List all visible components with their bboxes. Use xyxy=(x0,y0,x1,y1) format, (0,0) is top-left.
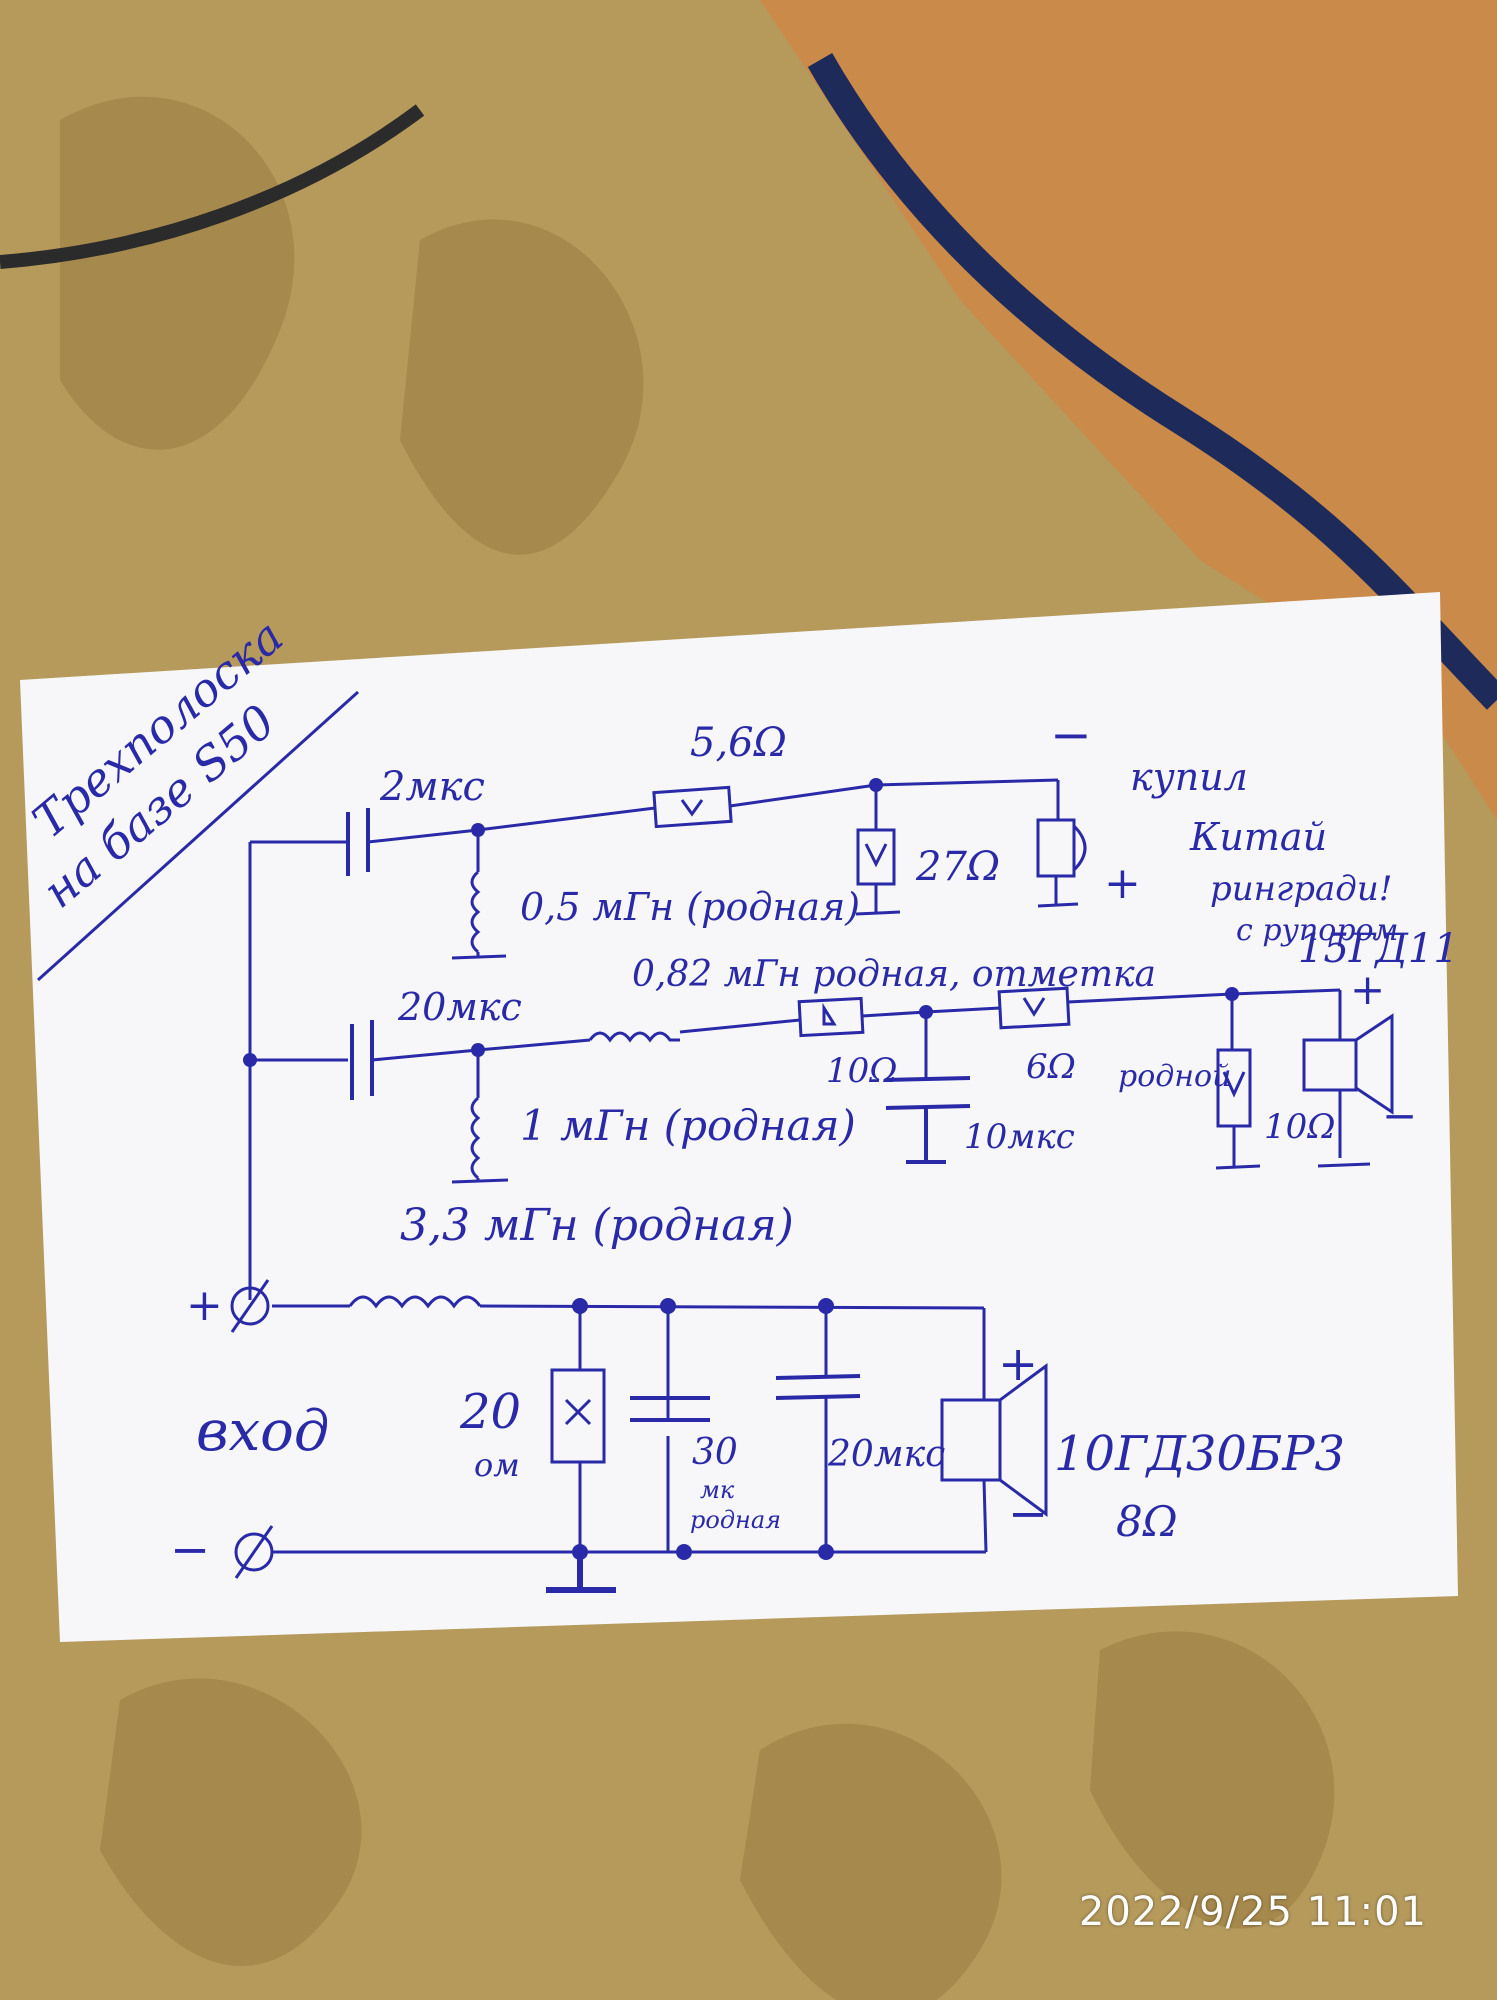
speaker-woofer xyxy=(940,1363,1048,1517)
label-input-minus: − xyxy=(170,1522,210,1578)
label-woofer-impedance: 8Ω xyxy=(1116,1497,1178,1546)
label-tweeter-desc-2: Китай xyxy=(1189,815,1327,859)
speaker-midrange xyxy=(1302,1013,1394,1168)
label-res-20: 20 xyxy=(459,1384,521,1440)
label-rodnoy: родной xyxy=(1118,1059,1231,1094)
paper-sheet xyxy=(20,592,1458,1642)
label-res-10: 10Ω xyxy=(826,1051,897,1091)
label-mid-speaker-name: 15ГД11 xyxy=(1298,926,1459,972)
capacitor-c3 xyxy=(885,1076,971,1164)
photo-timestamp: 2022/9/25 11:01 xyxy=(1078,1889,1427,1935)
input-terminal-minus xyxy=(234,1525,274,1579)
inductor-l3 xyxy=(588,1031,680,1043)
resistor-r1 xyxy=(652,785,733,829)
label-cap-20uf-mid: 20мкс xyxy=(397,985,522,1029)
resistor-r4 xyxy=(997,986,1071,1030)
label-cap-30: 30 xyxy=(692,1432,738,1473)
label-cap-2uf: 2мкс xyxy=(379,764,485,810)
label-mid-minus: − xyxy=(1382,1091,1417,1140)
label-woofer-name: 10ГД30БР3 xyxy=(1054,1426,1345,1482)
label-woofer-plus: + xyxy=(998,1336,1038,1392)
label-cap-10uf: 10мкс xyxy=(964,1117,1075,1157)
input-terminal-plus xyxy=(230,1279,270,1333)
junction-dots xyxy=(243,778,1239,1560)
fabric-pattern xyxy=(60,96,1335,2000)
capacitor-c5 xyxy=(775,1374,861,1400)
speaker-tweeter xyxy=(1036,818,1087,908)
capacitor-c1 xyxy=(346,808,370,876)
capacitor-c2 xyxy=(350,1020,374,1100)
label-tweeter-desc-4: с рупором xyxy=(1236,913,1398,948)
label-minus-top: − xyxy=(1050,706,1092,764)
inductor-l4 xyxy=(348,1295,482,1309)
ground-symbol xyxy=(546,1552,616,1593)
label-input: вход xyxy=(196,1399,329,1464)
label-input-plus: + xyxy=(186,1280,223,1331)
inductor-l1 xyxy=(451,870,507,960)
label-woofer-minus: − xyxy=(1008,1486,1048,1542)
label-mid-plus: + xyxy=(1350,965,1385,1014)
label-res-10-mid: 10Ω xyxy=(1264,1107,1335,1147)
label-cap-30-note: родная xyxy=(690,1506,781,1534)
inductor-l2 xyxy=(451,1096,509,1184)
label-inductor-1: 1 мГн (родная) xyxy=(520,1101,856,1150)
cable xyxy=(0,104,425,269)
title-divider xyxy=(36,690,360,982)
label-tweeter-desc-1: купил xyxy=(1130,755,1248,799)
resistor-r3 xyxy=(797,996,865,1038)
label-res-5-6: 5,6Ω xyxy=(690,720,787,766)
label-cap-30-unit: мк xyxy=(700,1476,735,1504)
label-plus-top: + xyxy=(1104,858,1141,909)
schematic-wires xyxy=(248,778,1342,1554)
label-res-6: 6Ω xyxy=(1026,1047,1076,1087)
resistor-r6 xyxy=(550,1368,606,1464)
label-tweeter-desc-3: рингради! xyxy=(1210,869,1392,909)
label-res-27: 27Ω xyxy=(915,844,1000,890)
label-res-20-unit: ом xyxy=(474,1446,520,1484)
resistor-r2 xyxy=(855,828,901,916)
label-cap-20-woofer: 20мкс xyxy=(827,1434,945,1475)
resistor-r5 xyxy=(1215,1048,1261,1170)
label-inductor-082: 0,82 мГн родная, отметка xyxy=(632,954,1156,995)
capacitor-c4 xyxy=(630,1396,710,1422)
label-inductor-33: 3,3 мГн (родная) xyxy=(400,1200,794,1251)
label-inductor-05: 0,5 мГн (родная) xyxy=(520,885,860,929)
